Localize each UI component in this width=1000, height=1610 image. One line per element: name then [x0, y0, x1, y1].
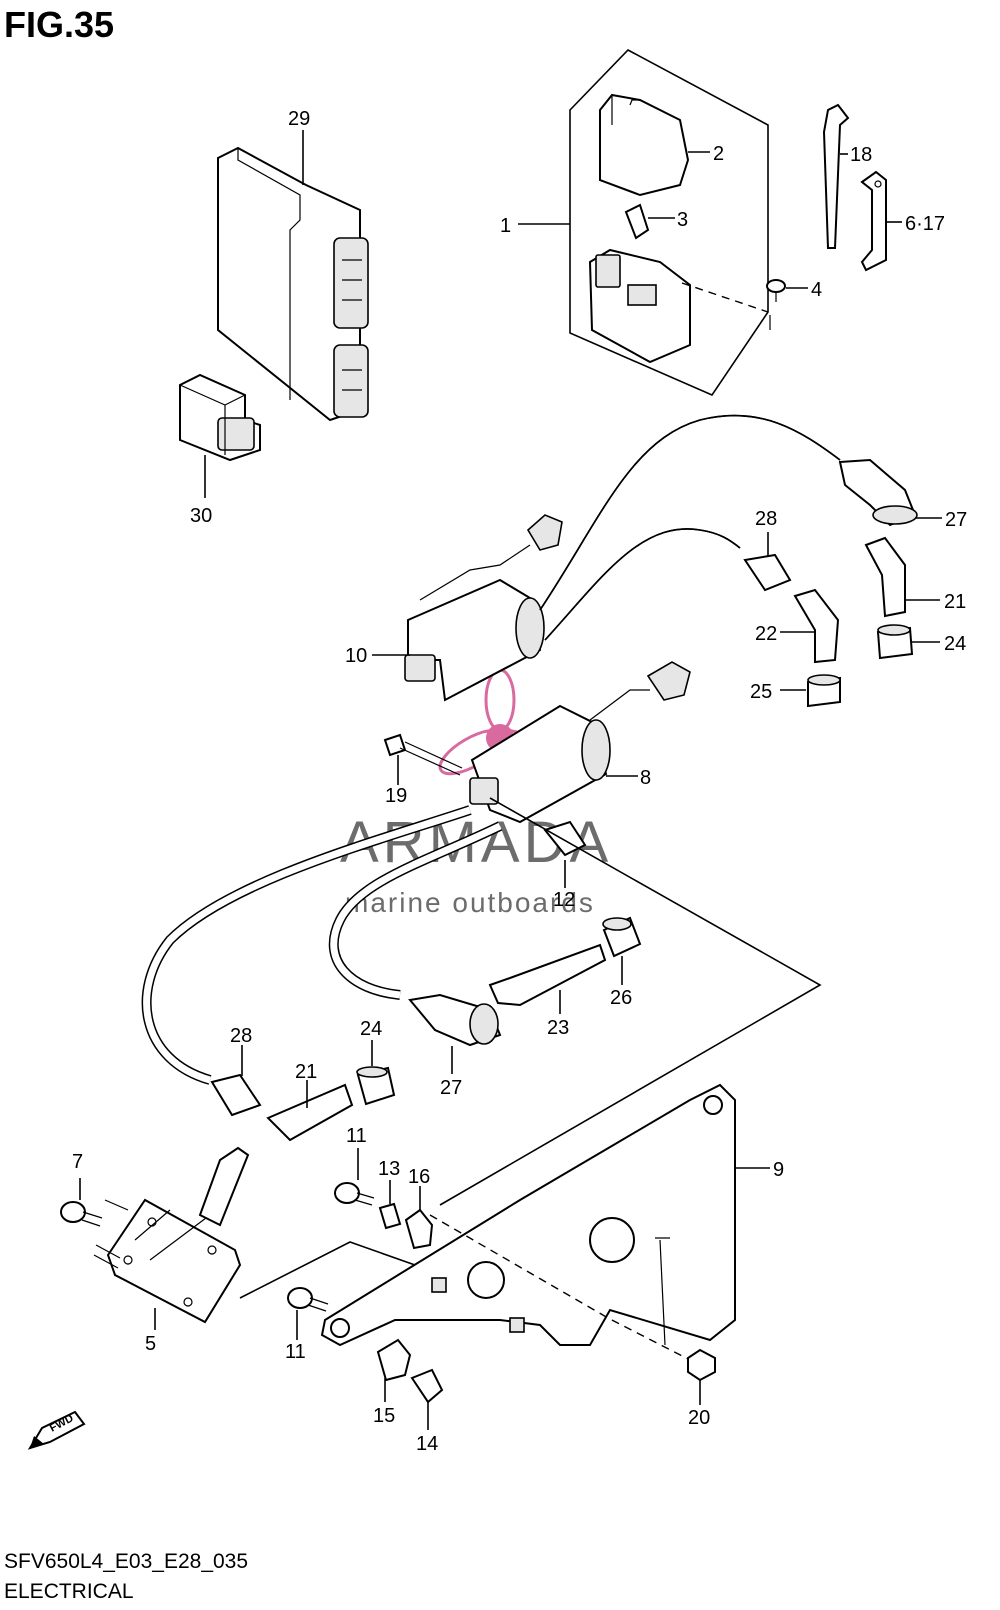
callout-22: 22 — [755, 623, 777, 645]
callout-5: 5 — [145, 1333, 156, 1355]
part-11-bolt-lower[interactable] — [287, 1287, 329, 1312]
part-24-cap-lower[interactable] — [356, 1066, 396, 1106]
part-26-cap[interactable] — [602, 916, 642, 958]
callout-19: 19 — [385, 785, 407, 807]
callout-2: 2 — [713, 143, 724, 165]
callout-10: 10 — [345, 645, 367, 667]
part-18-clamp[interactable] — [822, 103, 850, 249]
callout-24-upper: 24 — [944, 633, 966, 655]
callout-30: 30 — [190, 505, 212, 527]
part-19-bolt[interactable] — [383, 733, 463, 776]
part-5-regulator[interactable] — [93, 1146, 250, 1324]
part-16-grommet[interactable] — [404, 1208, 434, 1250]
callout-12: 12 — [553, 889, 575, 911]
part-22-plug-cap[interactable] — [793, 588, 840, 664]
callout-27-upper: 27 — [945, 509, 967, 531]
callout-26: 26 — [610, 987, 632, 1009]
part-23-plug-cap[interactable] — [488, 943, 607, 1007]
callout-7: 7 — [72, 1151, 83, 1173]
section-name: ELECTRICAL — [4, 1580, 134, 1603]
callout-8: 8 — [640, 767, 651, 789]
callout-15: 15 — [373, 1405, 395, 1427]
callout-29: 29 — [288, 108, 310, 130]
callout-11-lower: 11 — [285, 1341, 306, 1363]
part-24-cap-upper[interactable] — [876, 624, 914, 660]
callout-16: 16 — [408, 1166, 430, 1188]
figure-title: FIG.35 — [4, 4, 115, 45]
part-28-seal-lower[interactable] — [210, 1073, 262, 1117]
part-15-grommet[interactable] — [376, 1338, 412, 1382]
part-28-seal-upper[interactable] — [743, 553, 792, 592]
part-11-bolt-upper[interactable] — [334, 1182, 375, 1206]
part-21-plug-cap-upper[interactable] — [864, 536, 906, 618]
part-27-plug-cap-lower[interactable] — [408, 993, 502, 1047]
callout-20: 20 — [688, 1407, 710, 1429]
fwd-arrow-icon — [27, 1410, 86, 1450]
callout-9: 9 — [773, 1159, 784, 1181]
part-14-collar[interactable] — [410, 1368, 444, 1404]
part-25-cap[interactable] — [807, 674, 841, 708]
part-1-relay-assembly[interactable] — [569, 49, 771, 396]
callout-27-lower: 27 — [440, 1077, 462, 1099]
part-4-screw[interactable] — [766, 279, 786, 302]
part-20-nut[interactable] — [687, 1348, 716, 1382]
callout-23: 23 — [547, 1017, 569, 1039]
part-29-ecm[interactable] — [217, 146, 369, 422]
model-code: SFV650L4_E03_E28_035 — [4, 1550, 249, 1573]
callout-14: 14 — [416, 1433, 438, 1455]
part-10-ignition-coil[interactable] — [404, 514, 563, 702]
callout-11-upper: 11 — [346, 1125, 367, 1147]
part-8-ignition-coil[interactable] — [469, 661, 691, 824]
callout-13: 13 — [378, 1158, 400, 1180]
callout-18: 18 — [850, 144, 872, 166]
watermark-tagline: marine outboards — [345, 887, 595, 918]
part-30-connector[interactable] — [179, 373, 261, 462]
part-27-plug-cap-upper[interactable] — [838, 458, 918, 527]
callout-6-17: 6·17 — [905, 213, 945, 235]
callout-28-lower: 28 — [230, 1025, 252, 1047]
part-6-17-clamp[interactable] — [860, 170, 887, 272]
part-13-collar[interactable] — [378, 1202, 402, 1230]
callout-21-lower: 21 — [295, 1061, 317, 1083]
callout-4: 4 — [811, 279, 822, 301]
part-7-bolt[interactable] — [60, 1201, 103, 1227]
callout-25: 25 — [750, 681, 772, 703]
callout-24-lower: 24 — [360, 1018, 382, 1040]
part-9-bracket[interactable] — [320, 1083, 736, 1347]
callout-21-upper: 21 — [944, 591, 966, 613]
callout-28-upper: 28 — [755, 508, 777, 530]
callout-3: 3 — [677, 209, 688, 231]
part-21-plug-cap-lower[interactable] — [266, 1083, 354, 1142]
callout-1: 1 — [500, 215, 511, 237]
